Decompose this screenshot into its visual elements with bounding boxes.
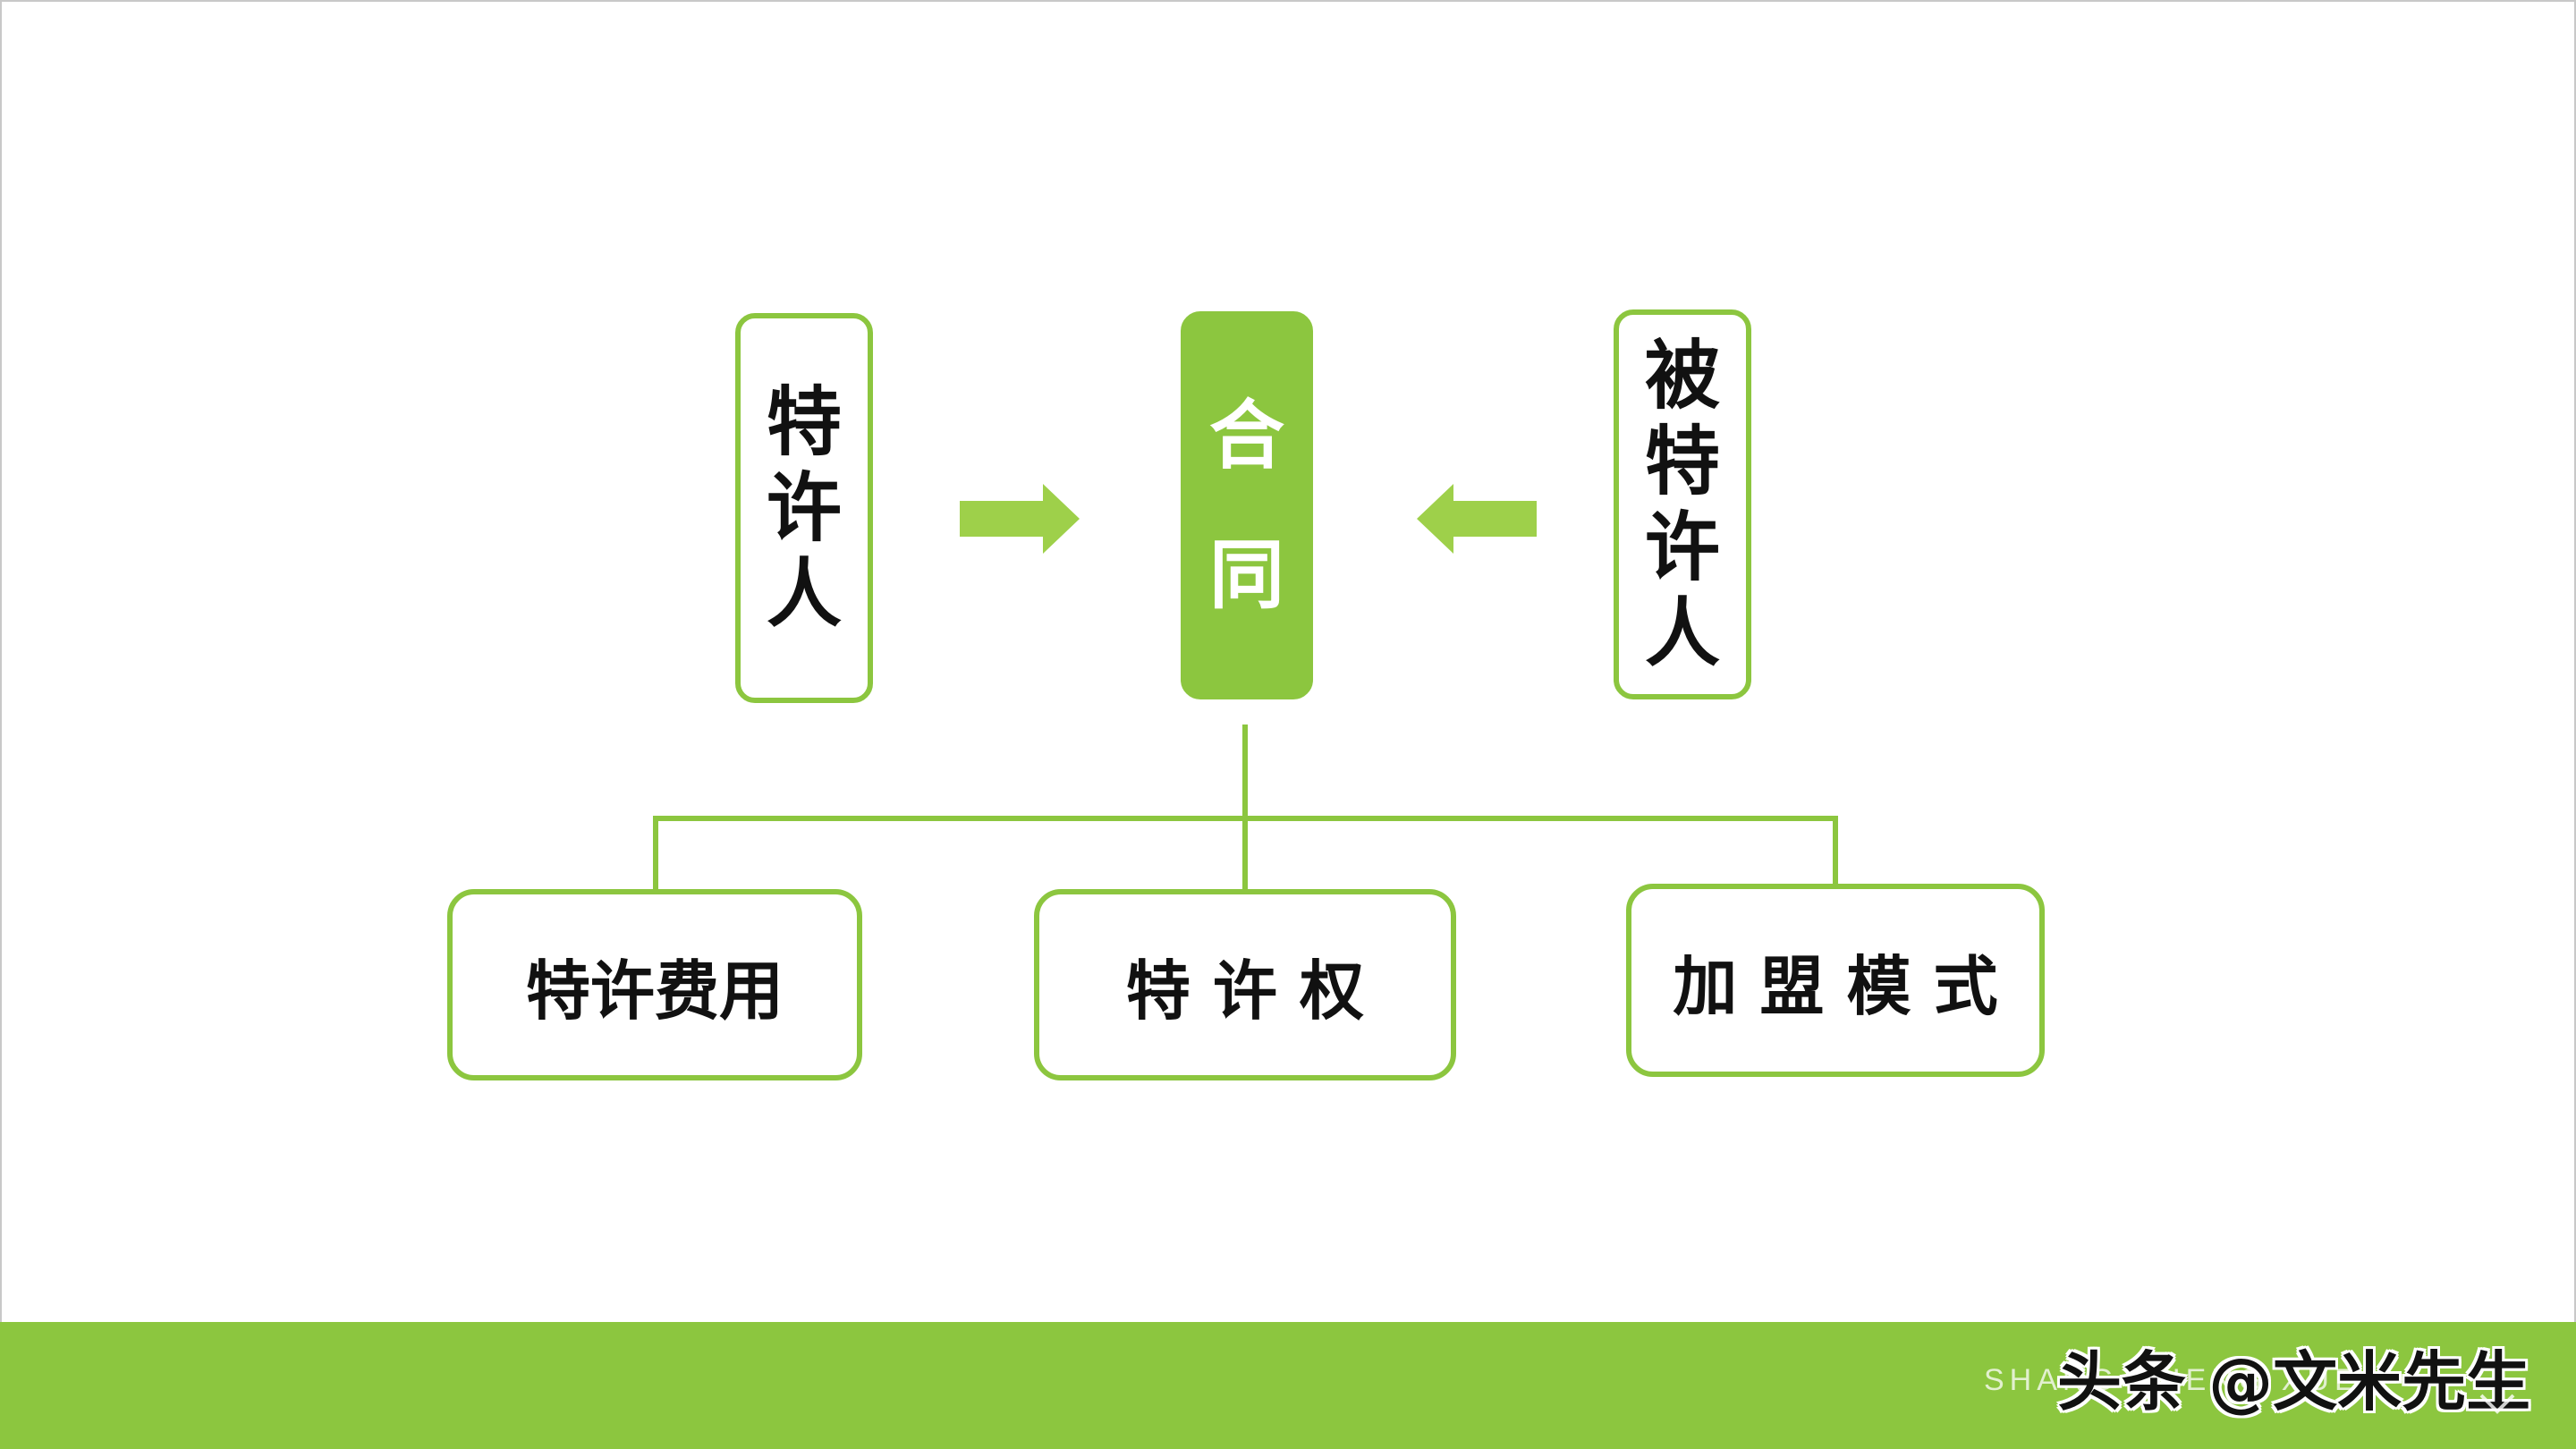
contract-box: 合 同 bbox=[1181, 311, 1313, 699]
watermark-text: 头条 @文米先生 bbox=[2057, 1344, 2531, 1419]
footer-band bbox=[0, 1322, 2576, 1449]
footer-band-text: SHANG SHENG XUE bbox=[1984, 1363, 2360, 1397]
franchise-model-label: 加 盟 模 式 bbox=[1673, 948, 1998, 1024]
franchisor-char: 许 bbox=[766, 464, 842, 552]
franchise-model-box: 加 盟 模 式 bbox=[1626, 884, 2045, 1077]
left-arrow-icon bbox=[1417, 484, 1537, 554]
right-arrow-icon bbox=[960, 484, 1080, 554]
franchisee-char: 特 bbox=[1644, 418, 1720, 505]
franchise-right-box: 特 许 权 bbox=[1034, 889, 1456, 1080]
franchisor-char: 人 bbox=[766, 550, 842, 638]
chevron-down-icon bbox=[2479, 1394, 2515, 1414]
franchisee-box: 被 特 许 人 bbox=[1614, 309, 1751, 699]
contract-char: 同 bbox=[1208, 531, 1284, 619]
franchisee-char: 被 bbox=[1644, 332, 1720, 419]
franchisee-char: 许 bbox=[1644, 504, 1720, 591]
franchisor-char: 特 bbox=[766, 378, 842, 466]
franchise-fee-label: 特许费用 bbox=[525, 953, 784, 1029]
franchisor-box: 特 许 人 bbox=[735, 313, 873, 703]
franchise-fee-box: 特许费用 bbox=[447, 889, 862, 1080]
franchisee-char: 人 bbox=[1644, 589, 1720, 677]
franchise-right-label: 特 许 权 bbox=[1125, 953, 1365, 1029]
contract-char: 合 bbox=[1208, 392, 1284, 479]
